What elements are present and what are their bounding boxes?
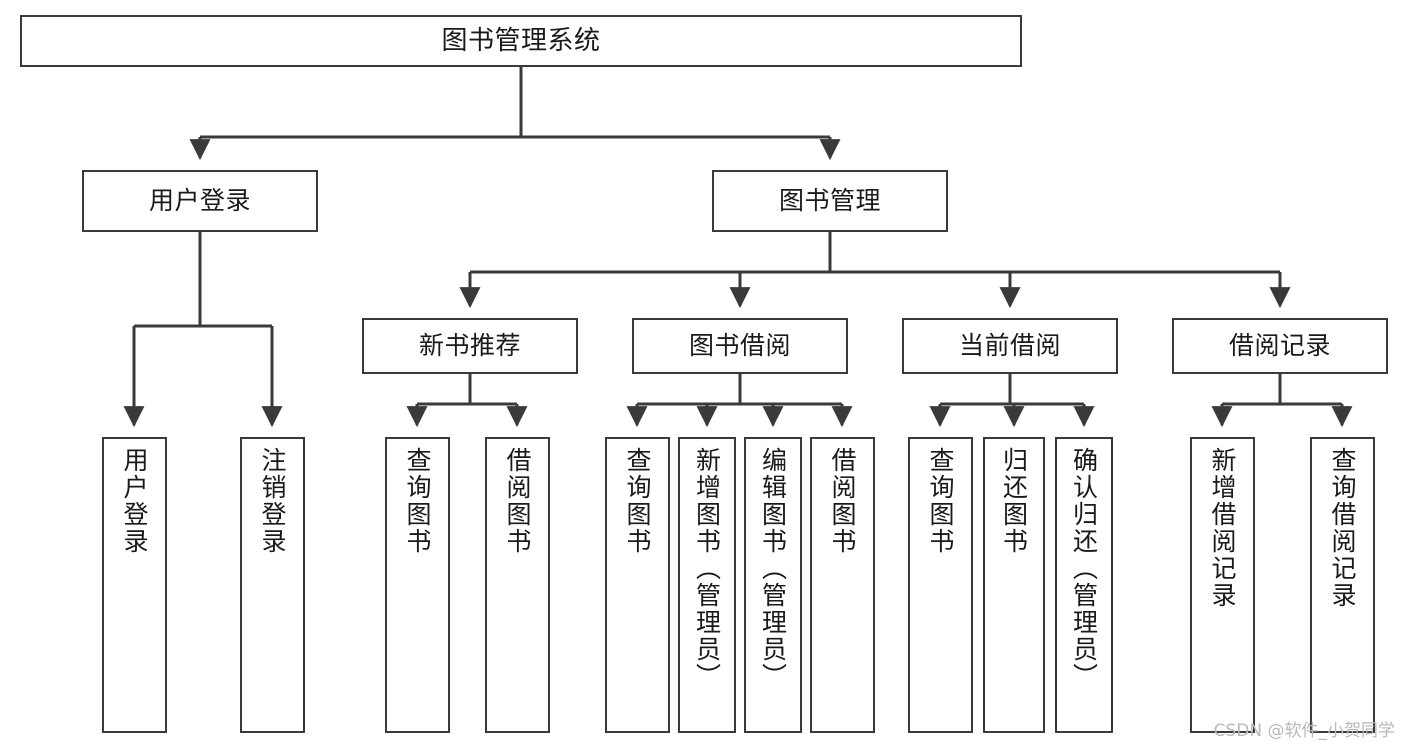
- node-leaf-query-record-label: 查询借阅记录: [1328, 447, 1357, 609]
- node-leaf-borrow-book-rec-label: 借阅图书: [503, 447, 532, 555]
- node-leaf-query-book-rec[interactable]: 查询图书: [385, 437, 450, 733]
- node-root[interactable]: 图书管理系统: [20, 15, 1022, 67]
- node-borrow-record[interactable]: 借阅记录: [1172, 318, 1388, 374]
- node-leaf-query-record[interactable]: 查询借阅记录: [1310, 437, 1375, 733]
- node-book-manage-label: 图书管理: [778, 186, 881, 216]
- node-new-book-recommend-label: 新书推荐: [418, 331, 521, 361]
- node-borrow-record-label: 借阅记录: [1228, 331, 1331, 361]
- node-leaf-borrow-book-rec[interactable]: 借阅图书: [485, 437, 550, 733]
- node-leaf-confirm-return-label: 确认归还（管理员）: [1069, 447, 1099, 690]
- node-new-book-recommend[interactable]: 新书推荐: [362, 318, 578, 374]
- node-book-borrow[interactable]: 图书借阅: [632, 318, 848, 374]
- node-leaf-return-book[interactable]: 归还图书: [983, 437, 1045, 733]
- csdn-watermark: CSDN @软件_小贺同学: [1213, 721, 1395, 741]
- node-leaf-confirm-return[interactable]: 确认归还（管理员）: [1055, 437, 1113, 733]
- node-leaf-user-login[interactable]: 用户登录: [102, 437, 167, 733]
- node-leaf-query-book-rec-label: 查询图书: [403, 447, 432, 555]
- node-user-login[interactable]: 用户登录: [82, 170, 318, 232]
- node-leaf-edit-book[interactable]: 编辑图书（管理员）: [744, 437, 802, 733]
- node-book-borrow-label: 图书借阅: [688, 331, 791, 361]
- node-leaf-logout-label: 注销登录: [258, 447, 287, 555]
- node-current-borrow-label: 当前借阅: [958, 331, 1061, 361]
- node-leaf-borrow-book-bor-label: 借阅图书: [828, 447, 857, 555]
- node-leaf-query-book-bor-label: 查询图书: [623, 447, 652, 555]
- node-leaf-query-book-cur-label: 查询图书: [926, 447, 955, 555]
- node-leaf-return-book-label: 归还图书: [999, 447, 1029, 555]
- node-user-login-label: 用户登录: [148, 186, 251, 216]
- node-leaf-add-record[interactable]: 新增借阅记录: [1190, 437, 1255, 733]
- node-root-label: 图书管理系统: [441, 25, 601, 56]
- node-leaf-borrow-book-bor[interactable]: 借阅图书: [810, 437, 875, 733]
- node-leaf-add-book[interactable]: 新增图书（管理员）: [678, 437, 736, 733]
- node-leaf-user-login-label: 用户登录: [120, 447, 149, 555]
- node-leaf-add-book-label: 新增图书（管理员）: [692, 447, 722, 690]
- node-leaf-logout[interactable]: 注销登录: [240, 437, 305, 733]
- node-leaf-edit-book-label: 编辑图书（管理员）: [758, 447, 788, 690]
- node-leaf-query-book-cur[interactable]: 查询图书: [908, 437, 973, 733]
- node-book-manage[interactable]: 图书管理: [712, 170, 948, 232]
- node-current-borrow[interactable]: 当前借阅: [902, 318, 1118, 374]
- node-leaf-query-book-bor[interactable]: 查询图书: [605, 437, 670, 733]
- node-leaf-add-record-label: 新增借阅记录: [1208, 447, 1237, 609]
